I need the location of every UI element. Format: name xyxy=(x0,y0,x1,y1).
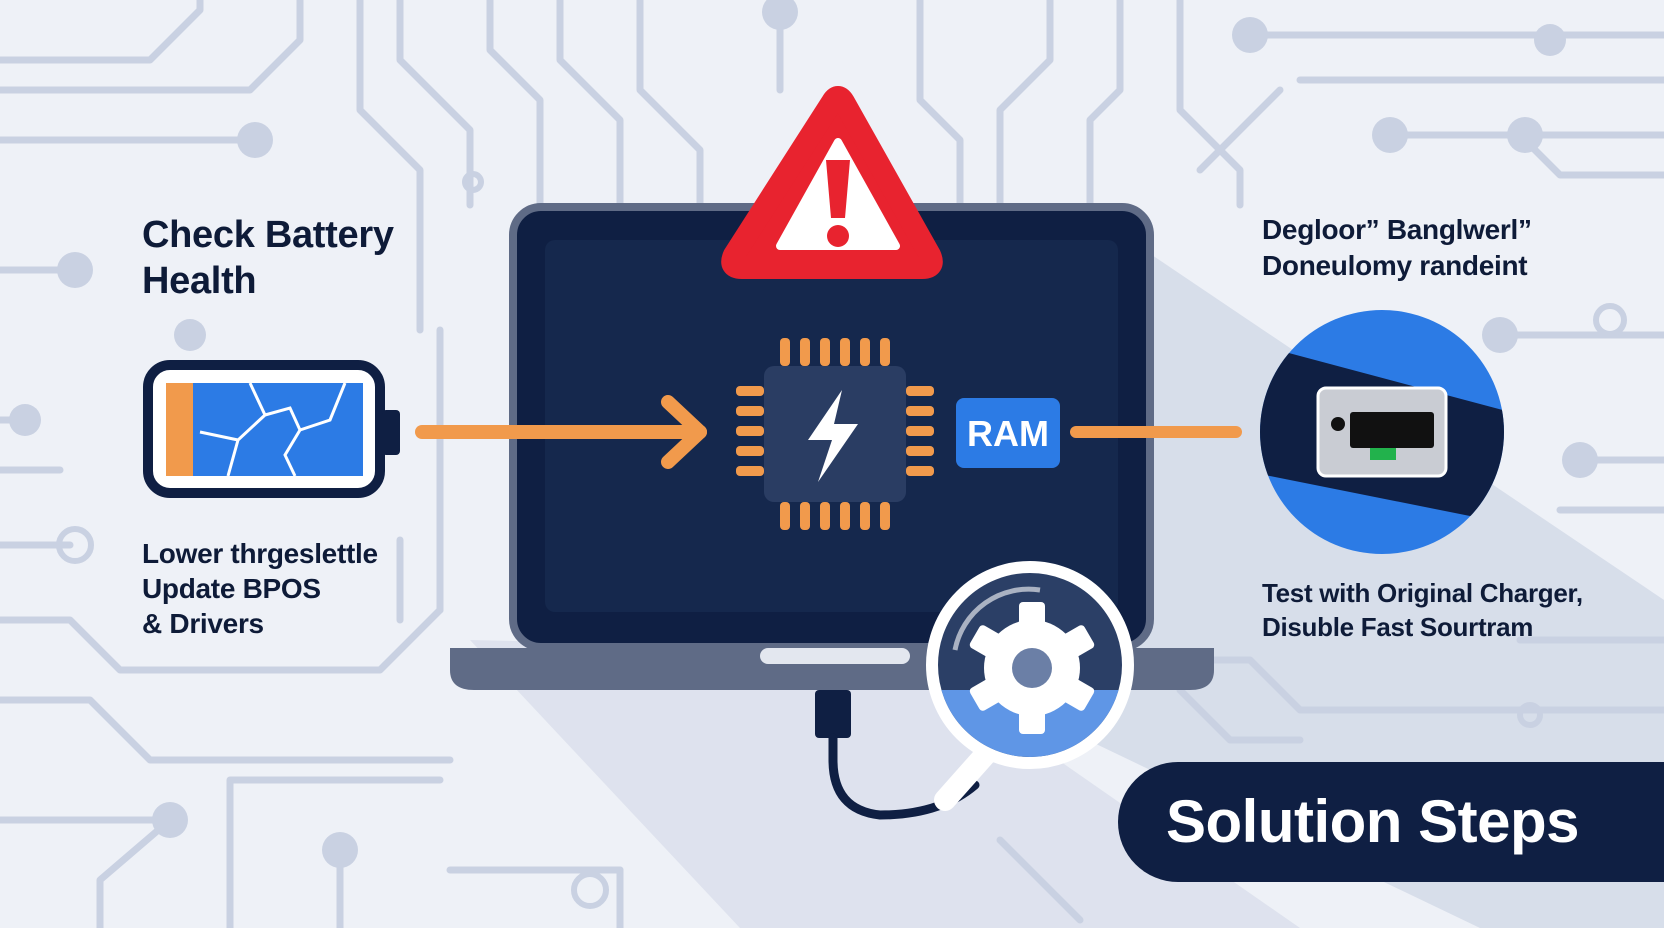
left-title-line-2: Health xyxy=(142,260,257,302)
solution-steps-label: Solution Steps xyxy=(1166,788,1580,855)
left-title-line-1: Check Battery xyxy=(142,214,394,256)
right-steps: Test with Original Charger, Disuble Fast… xyxy=(1262,576,1622,644)
circuit-nodes xyxy=(9,0,1598,868)
ram-label: RAM xyxy=(967,413,1049,454)
magnifier-gear-icon xyxy=(926,561,1134,811)
solution-steps-banner xyxy=(1118,762,1664,882)
cpu-lightning-icon xyxy=(736,338,934,530)
right-step-line-2: Disuble Fast Sourtram xyxy=(1262,612,1534,642)
shadow-band-left xyxy=(470,640,1300,928)
ram-chip-icon xyxy=(956,398,1060,468)
left-step-line-1: Lower thrgeslettle xyxy=(142,538,378,569)
left-steps: Lower thrgeslettle Update BPOS & Drivers xyxy=(142,536,432,641)
warning-triangle-icon xyxy=(721,86,943,279)
circuit-rings xyxy=(56,171,1627,909)
right-title-line-1: Degloor” Banglwerl” xyxy=(1262,214,1532,245)
right-title-line-2: Doneulomy randeint xyxy=(1262,250,1528,281)
usb-port-icon xyxy=(1260,310,1504,554)
left-title: Check Battery Health xyxy=(142,212,442,304)
cracked-battery-icon xyxy=(143,360,400,498)
arrow-right-icon xyxy=(415,395,707,469)
right-step-line-1: Test with Original Charger, xyxy=(1262,578,1583,608)
right-title: Degloor” Banglwerl” Doneulomy randeint xyxy=(1262,212,1592,284)
laptop-notch xyxy=(760,648,910,664)
left-step-line-2: Update BPOS xyxy=(142,573,321,604)
left-step-line-3: & Drivers xyxy=(142,608,264,639)
